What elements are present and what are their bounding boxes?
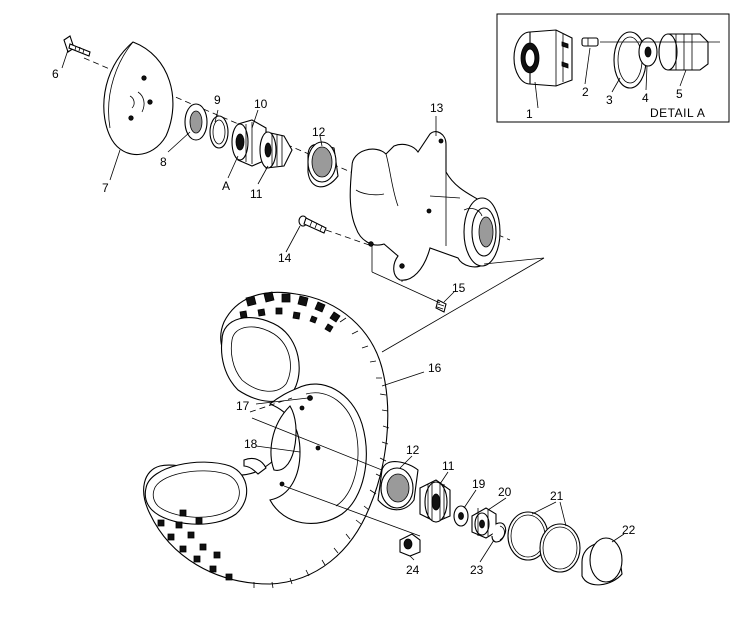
callout-20: 20 [498, 485, 512, 499]
guide-4 [381, 257, 545, 353]
callout-23: 23 [470, 563, 484, 577]
callout-7: 7 [102, 181, 109, 195]
callout-11-lower: 11 [442, 459, 455, 473]
callout-5: 5 [676, 87, 683, 101]
callout-24: 24 [406, 563, 420, 577]
part-21-o-rings [507, 511, 581, 573]
callout-6: 6 [52, 67, 59, 81]
callout-16: 16 [428, 361, 442, 375]
part-22-hub-cap [581, 537, 623, 586]
part-20-castle-nut [471, 507, 497, 539]
part-24-valve [399, 533, 421, 557]
callout-13: 13 [430, 101, 444, 115]
part-7-brake-disc [103, 41, 174, 156]
part-11-bearing-upper [259, 131, 293, 169]
callout-2: 2 [582, 85, 589, 99]
callout-10: 10 [254, 97, 268, 111]
callout-22: 22 [622, 523, 636, 537]
part-19-washer [453, 505, 469, 527]
part-14-bolt [298, 215, 327, 234]
callout-a: A [222, 179, 230, 193]
guide-2 [371, 271, 441, 304]
callout-9: 9 [214, 93, 221, 107]
callout-12-lower: 12 [406, 443, 420, 457]
guide-5 [483, 257, 545, 265]
part-12-race-lower [377, 461, 419, 511]
callout-14: 14 [278, 251, 292, 265]
part-6-screw [63, 35, 91, 57]
callout-12: 12 [312, 125, 326, 139]
leader-lines [61, 49, 625, 563]
axis-line-upper [83, 57, 511, 241]
guide-rim-3 [249, 397, 293, 413]
detail-part-5 [658, 33, 709, 71]
part-18-rim [243, 383, 367, 525]
callout-4: 4 [642, 91, 649, 105]
detail-a-inset: 1 2 3 4 5 DETAIL A [496, 13, 730, 123]
callout-18: 18 [244, 437, 258, 451]
guide-rim-2 [283, 485, 421, 537]
guide-rim-1 [251, 417, 383, 471]
part-15-setscrew [435, 299, 447, 313]
detail-a-frame [496, 13, 730, 123]
part-12-race-upper [307, 141, 339, 188]
callout-21: 21 [550, 489, 564, 503]
callout-15: 15 [452, 281, 466, 295]
callout-3: 3 [606, 93, 613, 107]
callout-11: 11 [250, 187, 263, 201]
detail-a-title: DETAIL A [650, 106, 705, 120]
part-9-ring [209, 115, 229, 149]
callout-17: 17 [236, 399, 250, 413]
callout-1: 1 [526, 107, 533, 121]
part-10-hub [231, 119, 267, 167]
detail-part-2 [581, 37, 599, 47]
part-13-knuckle [349, 131, 501, 281]
detail-part-4 [638, 37, 658, 67]
part-8-seal [184, 103, 208, 141]
detail-part-1 [513, 29, 573, 87]
part-11-bearing-lower [419, 479, 451, 523]
callout-8: 8 [160, 155, 167, 169]
callout-19: 19 [472, 477, 486, 491]
axis-bolt [325, 229, 373, 247]
